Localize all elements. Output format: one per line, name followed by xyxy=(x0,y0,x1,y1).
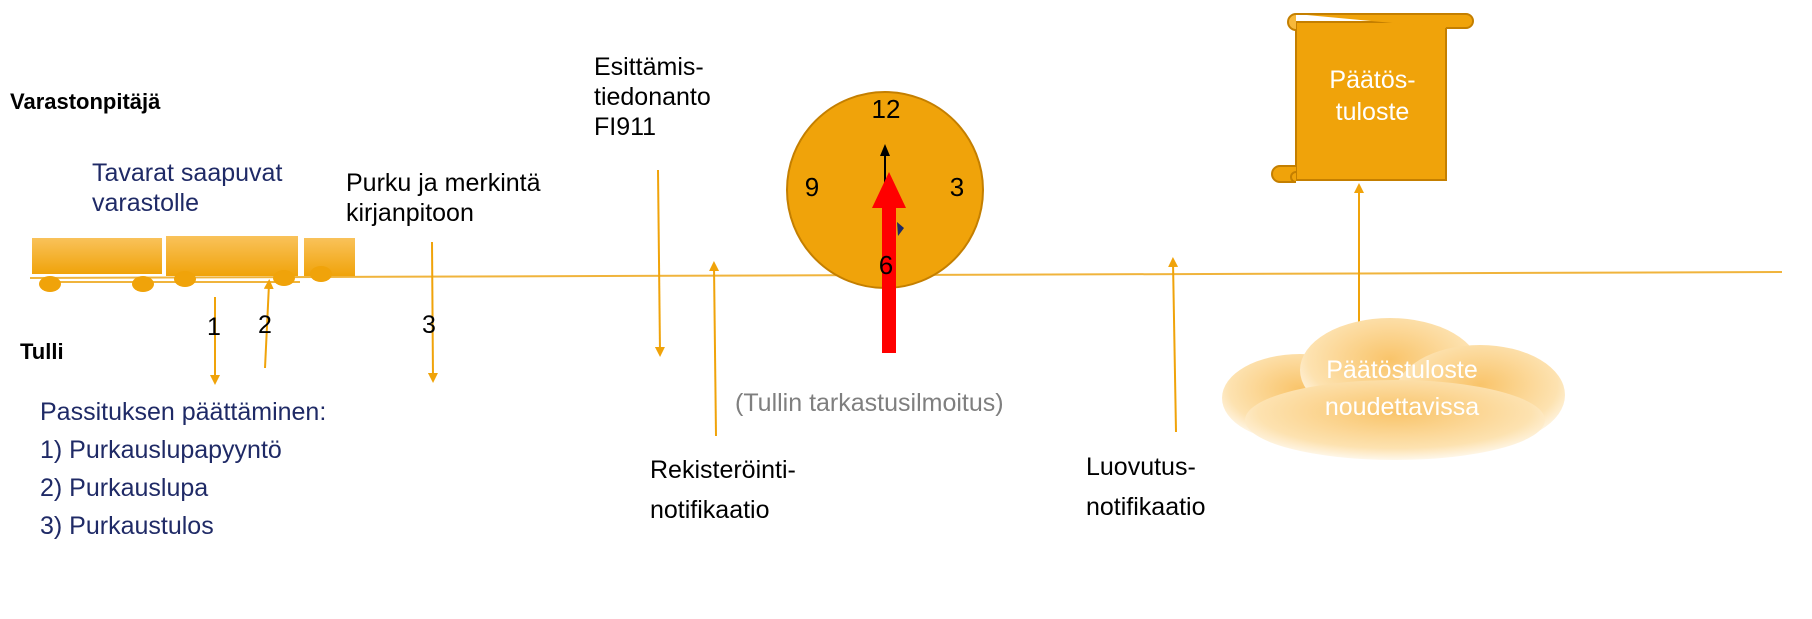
presentation-label: Esittämis- tiedonanto FI911 xyxy=(594,52,711,142)
cloud-line-1: Päätöstuloste xyxy=(1326,356,1478,384)
decision-document-line-1: Päätös- xyxy=(1329,66,1416,94)
presentation-line-1: Esittämis- xyxy=(594,53,704,81)
registration-line-2: notifikaatio xyxy=(650,496,770,524)
inspection-red-arrow xyxy=(872,172,906,353)
clock-numeral-12: 12 xyxy=(871,94,901,124)
arrow-step-3 xyxy=(427,241,438,383)
presentation-line-3: FI911 xyxy=(594,113,657,141)
transit-end-block: Passituksen päättäminen: 1) Purkauslupap… xyxy=(40,393,326,545)
step-number-3: 3 xyxy=(422,311,436,339)
lane-label-customs: Tulli xyxy=(20,339,64,364)
cloud-shape xyxy=(1222,318,1565,460)
decision-document-icon xyxy=(1271,13,1474,183)
release-line-2: notifikaatio xyxy=(1086,493,1206,521)
inspection-label: (Tullin tarkastusilmoitus) xyxy=(735,389,1004,417)
decision-document-label: Päätös- tuloste xyxy=(1300,64,1445,128)
decision-document-line-2: tuloste xyxy=(1335,98,1410,126)
transit-end-item-2: 2) Purkauslupa xyxy=(40,474,209,502)
clock-numeral-9: 9 xyxy=(804,172,820,202)
arrival-label: Tavarat saapuvat varastolle xyxy=(92,158,282,218)
truck-icon xyxy=(32,236,355,292)
presentation-line-2: tiedonanto xyxy=(594,83,711,111)
clock-numeral-3: 3 xyxy=(949,172,965,202)
registration-line-1: Rekisteröinti- xyxy=(650,456,796,484)
arrow-release xyxy=(1168,257,1179,433)
unloading-line-1: Purku ja merkintä xyxy=(346,169,541,197)
release-label: Luovutus- notifikaatio xyxy=(1086,447,1206,527)
unloading-line-2: kirjanpitoon xyxy=(346,199,474,227)
arrow-registration xyxy=(709,261,720,437)
transit-end-title: Passituksen päättäminen: xyxy=(40,398,327,426)
registration-label: Rekisteröinti- notifikaatio xyxy=(650,450,796,530)
clock-numeral-6: 6 xyxy=(878,250,894,280)
cloud-line-2: noudettavissa xyxy=(1324,393,1480,421)
transit-end-item-3: 3) Purkaustulos xyxy=(40,512,214,540)
cloud-label: Päätöstuloste noudettavissa xyxy=(1292,352,1512,426)
arrival-line-2: varastolle xyxy=(92,189,199,217)
arrow-step-2 xyxy=(263,279,274,369)
transit-end-item-1: 1) Purkauslupapyyntö xyxy=(40,436,282,464)
release-line-1: Luovutus- xyxy=(1086,453,1196,481)
step-number-2: 2 xyxy=(258,311,272,339)
unloading-label: Purku ja merkintä kirjanpitoon xyxy=(346,168,541,228)
step-number-1: 1 xyxy=(207,313,221,341)
lane-label-warehouse: Varastonpitäjä xyxy=(10,89,161,114)
arrival-line-1: Tavarat saapuvat xyxy=(92,159,283,187)
arrow-presentation xyxy=(654,169,665,357)
